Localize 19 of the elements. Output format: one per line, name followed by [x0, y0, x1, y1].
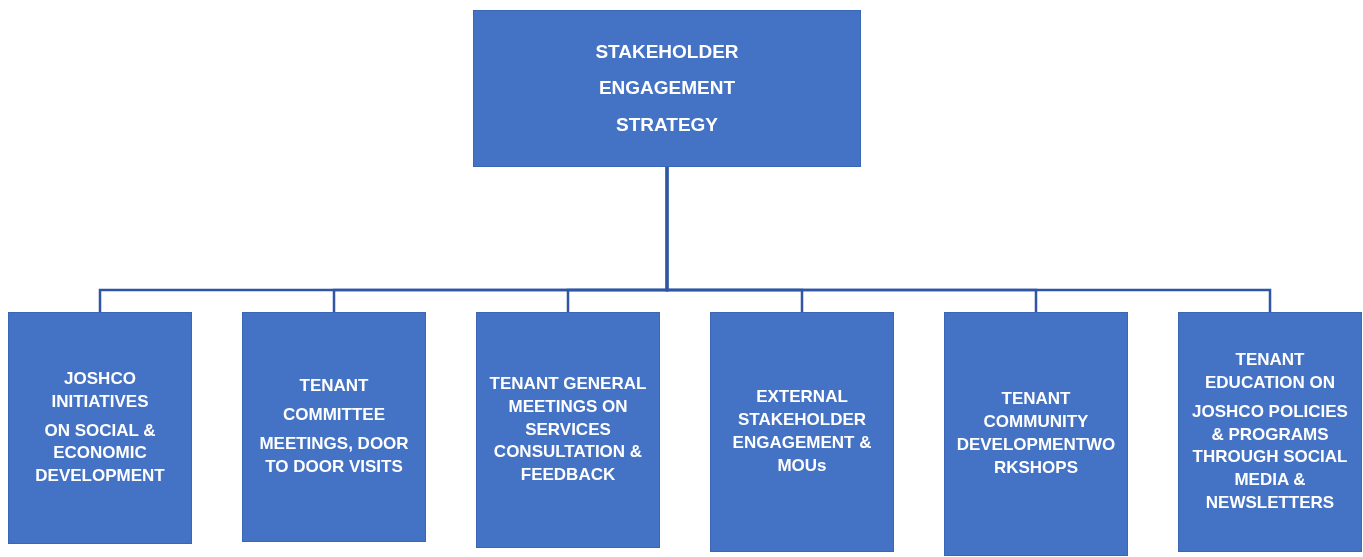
- box-label: STAKEHOLDER ENGAGEMENT STRATEGY: [594, 40, 740, 137]
- branch-box: [8, 312, 192, 544]
- branch-box: [242, 312, 426, 542]
- box-label: ON SOCIAL & ECONOMIC DEVELOPMENT: [34, 419, 166, 488]
- box-label: COMMITTEE: [283, 404, 385, 427]
- root-box: [473, 10, 861, 167]
- box-label: JOSHCO POLICIES & PROGRAMS THROUGH SOCIAL MEDIA & NEWSLETTERS: [1191, 400, 1349, 515]
- branch-box: [944, 312, 1128, 556]
- box-label: TENANT EDUCATION ON: [1204, 348, 1336, 394]
- box-label: TENANT COMMUNITY DEVELOPMENTWORKSHOPS: [955, 388, 1117, 479]
- branch-box: [1178, 312, 1362, 552]
- box-label: TENANT: [299, 375, 369, 398]
- box-label: EXTERNAL STAKEHOLDER ENGAGEMENT & MOUs: [731, 386, 873, 477]
- branch-box: [710, 312, 894, 552]
- box-label: TENANT GENERAL MEETINGS ON SERVICES CONSULTATION & FEEDBACK: [488, 372, 648, 487]
- box-label: JOSHCO INITIATIVES: [50, 367, 150, 413]
- branch-box: [476, 312, 660, 548]
- connector-line: [665, 167, 1272, 312]
- box-label: MEETINGS, DOOR TO DOOR VISITS: [258, 433, 410, 478]
